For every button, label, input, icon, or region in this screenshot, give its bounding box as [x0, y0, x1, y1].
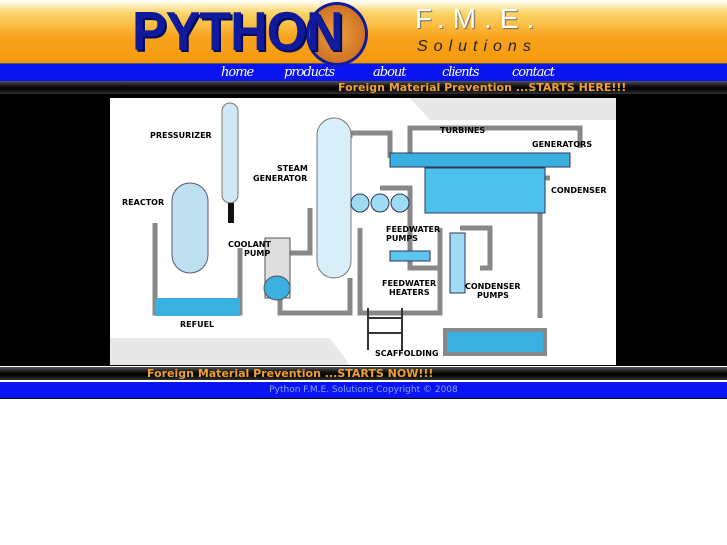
top-banner-text: Foreign Material Prevention ...STARTS HE…: [338, 81, 627, 94]
logo-text: PYTHON: [132, 1, 344, 63]
label-feedwater-heaters-2: HEATERS: [389, 288, 430, 297]
label-scaffolding: SCAFFOLDING: [375, 349, 439, 358]
nav-contact[interactable]: contact: [512, 65, 555, 80]
top-banner: Foreign Material Prevention ...STARTS HE…: [0, 81, 727, 94]
label-condenser-pumps-1: CONDENSER: [465, 282, 521, 291]
header: PYTHON F.M.E. Solutions: [0, 0, 727, 66]
logo[interactable]: PYTHON: [132, 1, 344, 63]
label-feedwater-pumps-2: PUMPS: [386, 234, 418, 243]
copyright-text: Python F.M.E. Solutions Copyright © 2008: [269, 385, 458, 395]
label-coolant-pump-2: PUMP: [244, 249, 270, 258]
label-refuel: REFUEL: [180, 320, 214, 329]
label-pressurizer: PRESSURIZER: [150, 131, 212, 140]
plant-diagram: PRESSURIZER REACTOR STEAM GENERATOR TURB…: [110, 98, 616, 365]
label-feedwater-heaters-1: FEEDWATER: [382, 279, 436, 288]
label-coolant-pump-1: COOLANT: [228, 240, 271, 249]
bottom-banner-text: Foreign Material Prevention ...STARTS NO…: [147, 367, 434, 380]
label-condenser: CONDENSER: [551, 186, 607, 195]
nav-about[interactable]: about: [373, 65, 406, 80]
label-condenser-pumps-2: PUMPS: [477, 291, 509, 300]
nav-home[interactable]: home: [221, 65, 254, 80]
label-generators: GENERATORS: [532, 140, 592, 149]
bottom-banner: Foreign Material Prevention ...STARTS NO…: [0, 367, 727, 380]
python-badge-icon: [306, 2, 368, 66]
nav-bar: home products about clients contact: [0, 64, 727, 82]
label-steam-generator-2: GENERATOR: [253, 174, 307, 183]
nav-clients[interactable]: clients: [442, 65, 480, 80]
nav-products[interactable]: products: [284, 65, 335, 80]
main-content: PRESSURIZER REACTOR STEAM GENERATOR TURB…: [0, 94, 727, 366]
logo-fme: F.M.E.: [415, 3, 543, 34]
label-feedwater-pumps-1: FEEDWATER: [386, 225, 440, 234]
logo-solutions: Solutions: [417, 38, 537, 55]
label-reactor: REACTOR: [122, 198, 164, 207]
footer: Python F.M.E. Solutions Copyright © 2008: [0, 382, 727, 399]
label-turbines: TURBINES: [440, 126, 485, 135]
label-steam-generator-1: STEAM: [277, 164, 308, 173]
